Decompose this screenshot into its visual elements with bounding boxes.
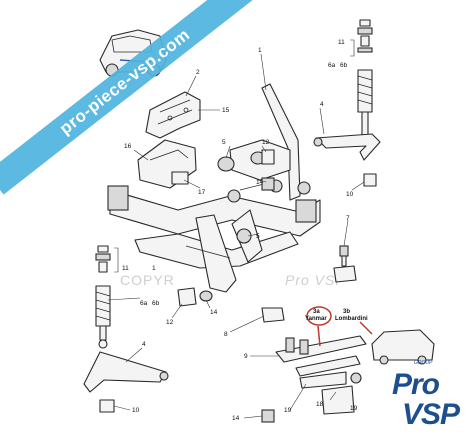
callout-6b-right: 6b xyxy=(340,62,348,69)
callout-9: 9 xyxy=(244,353,248,360)
callout-5-upper: 5 xyxy=(222,139,226,146)
callout-5-lower: 5 xyxy=(256,233,260,240)
callout-labels: 1 11 2 6a 6b 15 4 16 5 12 17 14 10 7 5 1… xyxy=(122,39,368,422)
right-shock-absorber xyxy=(357,19,373,145)
part-3-mount xyxy=(333,265,357,283)
part-10-right xyxy=(363,173,377,187)
callout-11-left: 11 xyxy=(122,265,129,272)
brand-logo: GROUP Pro VSP xyxy=(372,338,466,434)
part-17-block xyxy=(171,171,189,185)
callout-3b-lombardini: Lombardini xyxy=(335,316,368,322)
callout-6a-left: 6a xyxy=(140,300,148,307)
callout-19-left: 19 xyxy=(284,407,292,414)
callout-3b: 3b xyxy=(343,309,350,315)
callout-7: 7 xyxy=(346,215,350,222)
callout-3a-yanmar: Yanmar xyxy=(305,316,327,322)
copyright-watermark-left: COPYR xyxy=(120,272,175,288)
callout-1-lower: 1 xyxy=(152,265,156,272)
callout-14-lower: 14 xyxy=(232,415,240,422)
callout-15: 15 xyxy=(222,107,230,114)
callout-3a: 3a xyxy=(313,309,320,315)
part-15-bracket xyxy=(145,91,201,139)
callout-6b-left: 6b xyxy=(152,300,160,307)
part-8-bracket xyxy=(261,307,285,323)
bracket-11-left xyxy=(114,247,119,273)
yanmar-highlight-ring xyxy=(306,306,332,326)
callout-14-middle: 14 xyxy=(210,309,218,316)
left-shock-absorber xyxy=(95,245,111,349)
lower-rear-subframe xyxy=(275,335,367,415)
yanmar-highlight-arrow-shaft xyxy=(317,325,321,347)
callout-8: 8 xyxy=(224,331,228,338)
callout-4-right: 4 xyxy=(320,101,324,108)
leader-lines xyxy=(107,53,365,419)
callout-18: 18 xyxy=(316,401,324,408)
bracket-11-right xyxy=(350,39,355,57)
part-4-left-arm xyxy=(83,351,169,393)
part-4-right-arm xyxy=(313,133,381,161)
callout-6a-right: 6a xyxy=(328,62,336,69)
brand-logo-group: GROUP xyxy=(414,360,433,366)
callout-16: 16 xyxy=(124,143,132,150)
callout-17: 17 xyxy=(198,189,206,196)
callout-4-left: 4 xyxy=(142,341,146,348)
part-14-mounts xyxy=(199,177,275,423)
brand-logo-pro: Pro xyxy=(392,368,440,401)
callout-14-upper: 14 xyxy=(256,179,264,186)
part-12-bracket-upper xyxy=(261,149,275,165)
callout-10-right: 10 xyxy=(346,191,354,198)
copyright-watermark-right: Pro VSP xyxy=(285,272,346,288)
callout-12-lower: 12 xyxy=(166,319,174,326)
callout-19-right: 19 xyxy=(350,405,358,412)
lombardini-highlight-arrow-shaft xyxy=(359,321,373,335)
brand-logo-vsp: VSP xyxy=(402,398,460,431)
main-frame xyxy=(107,83,321,293)
car-silhouette xyxy=(371,329,435,365)
part-10-left xyxy=(99,399,115,413)
callout-12-upper: 12 xyxy=(262,139,270,146)
part-12-bracket-lower xyxy=(177,287,197,307)
callout-10-left: 10 xyxy=(132,407,140,414)
callout-1-frame: 1 xyxy=(258,47,262,54)
part-7-bolt xyxy=(339,245,349,267)
callout-2: 2 xyxy=(196,69,200,76)
callout-11-right: 11 xyxy=(338,39,345,46)
